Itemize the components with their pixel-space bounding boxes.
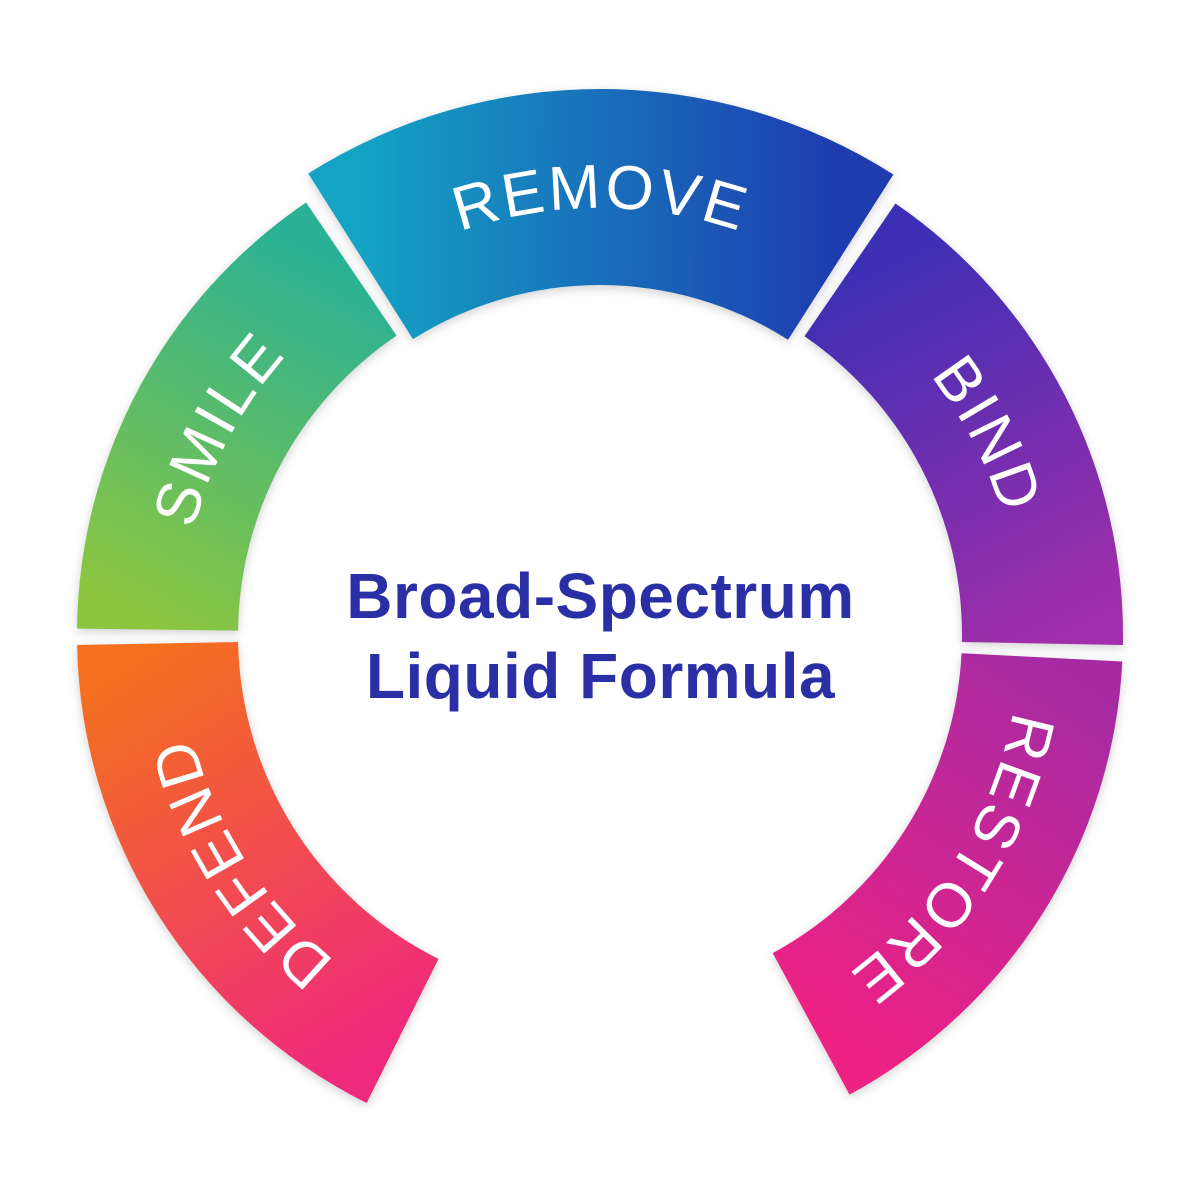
segment-bind <box>804 203 1123 646</box>
segment-defend <box>77 641 439 1104</box>
center-title: Broad-Spectrum Liquid Formula <box>0 556 1201 716</box>
segment-restore <box>772 653 1123 1095</box>
center-title-line2: Liquid Formula <box>365 640 836 712</box>
center-title-line1: Broad-Spectrum <box>346 560 855 632</box>
segment-smile <box>77 202 397 631</box>
segment-remove <box>308 88 894 340</box>
